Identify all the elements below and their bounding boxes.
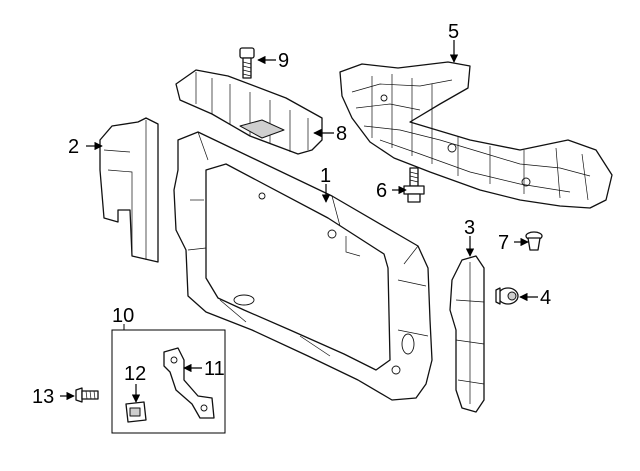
callout-12: 12 — [124, 363, 146, 385]
callout-11: 11 — [204, 358, 225, 380]
upper-cover-part — [175, 69, 323, 155]
callout-3: 3 — [464, 217, 475, 239]
callout-6: 6 — [376, 180, 387, 202]
bracket-11-part — [163, 347, 215, 419]
callout-2: 2 — [68, 136, 79, 158]
callout-9: 9 — [278, 50, 289, 72]
bolt-6-part — [403, 167, 425, 203]
detail-box-10 — [111, 324, 226, 434]
callout-10: 10 — [112, 305, 134, 327]
lower-deflector-part — [339, 61, 613, 209]
leader-lines — [60, 40, 538, 403]
callout-13: 13 — [32, 386, 54, 408]
nut-12-part — [125, 401, 147, 423]
radiator-support-part — [173, 131, 433, 401]
callout-1: 1 — [320, 165, 331, 187]
callout-7: 7 — [498, 232, 509, 254]
callout-8: 8 — [336, 123, 347, 145]
clip-4-part — [495, 287, 519, 305]
bolt-9-part — [239, 47, 255, 79]
clip-7-part — [525, 231, 543, 251]
right-air-guide-part — [449, 255, 485, 413]
callout-4: 4 — [540, 287, 551, 309]
bolt-13-part — [75, 387, 99, 403]
callout-5: 5 — [448, 21, 459, 43]
left-air-guide-part — [99, 117, 159, 263]
